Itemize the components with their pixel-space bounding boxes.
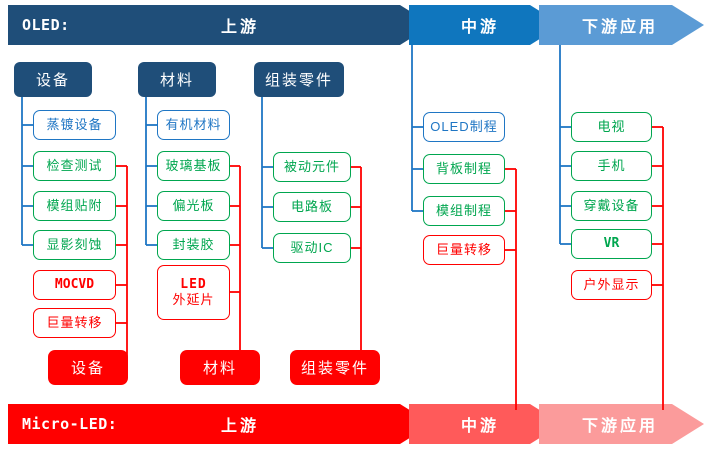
top-banner-midstream-chevron	[409, 5, 562, 45]
equipment-item-0[interactable]: 蒸镀设备	[33, 110, 116, 140]
downstream-item-2[interactable]: 穿戴设备	[571, 191, 652, 221]
group-header-material[interactable]: 材料	[138, 62, 216, 97]
downstream-item-3[interactable]: VR	[571, 229, 652, 259]
midstream-item-3[interactable]: 巨量转移	[423, 235, 505, 265]
equipment-item-2[interactable]: 模组贴附	[33, 191, 116, 221]
material-item-3[interactable]: 封装胶	[157, 230, 230, 260]
downstream-item-4[interactable]: 户外显示	[571, 270, 652, 300]
midstream-item-0[interactable]: OLED制程	[423, 112, 505, 142]
red-connector-lines	[116, 126, 664, 410]
group-header-equipment[interactable]: 设备	[14, 62, 92, 97]
material-item-0[interactable]: 有机材料	[157, 110, 230, 140]
bottom-pill-assembly[interactable]: 组装零件	[290, 350, 380, 385]
equipment-item-1[interactable]: 检查测试	[33, 151, 116, 181]
bottom-banner-upstream-chevron	[8, 404, 432, 444]
downstream-item-1[interactable]: 手机	[571, 151, 652, 181]
blue-connector-lines	[21, 45, 571, 249]
material-item-4-line2: 外延片	[172, 291, 215, 307]
equipment-item-4[interactable]: MOCVD	[33, 270, 116, 300]
bottom-pill-equipment[interactable]: 设备	[48, 350, 128, 385]
bottom-banner-midstream-chevron	[409, 404, 562, 444]
midstream-item-2[interactable]: 模组制程	[423, 196, 505, 226]
top-banner-upstream-chevron	[8, 5, 432, 45]
equipment-item-3[interactable]: 显影刻蚀	[33, 230, 116, 260]
material-item-2[interactable]: 偏光板	[157, 191, 230, 221]
midstream-item-1[interactable]: 背板制程	[423, 154, 505, 184]
material-item-1[interactable]: 玻璃基板	[157, 151, 230, 181]
equipment-item-5[interactable]: 巨量转移	[33, 308, 116, 338]
top-banner-downstream-chevron	[539, 5, 704, 45]
material-item-4-line1: LED	[180, 276, 207, 292]
bottom-banner-downstream-chevron	[539, 404, 704, 444]
bottom-pill-material[interactable]: 材料	[180, 350, 260, 385]
group-header-assembly[interactable]: 组装零件	[254, 62, 344, 97]
assembly-item-0[interactable]: 被动元件	[273, 152, 351, 182]
material-item-4[interactable]: LED 外延片	[157, 265, 230, 320]
assembly-item-1[interactable]: 电路板	[273, 192, 351, 222]
assembly-item-2[interactable]: 驱动IC	[273, 233, 351, 263]
downstream-item-0[interactable]: 电视	[571, 112, 652, 142]
